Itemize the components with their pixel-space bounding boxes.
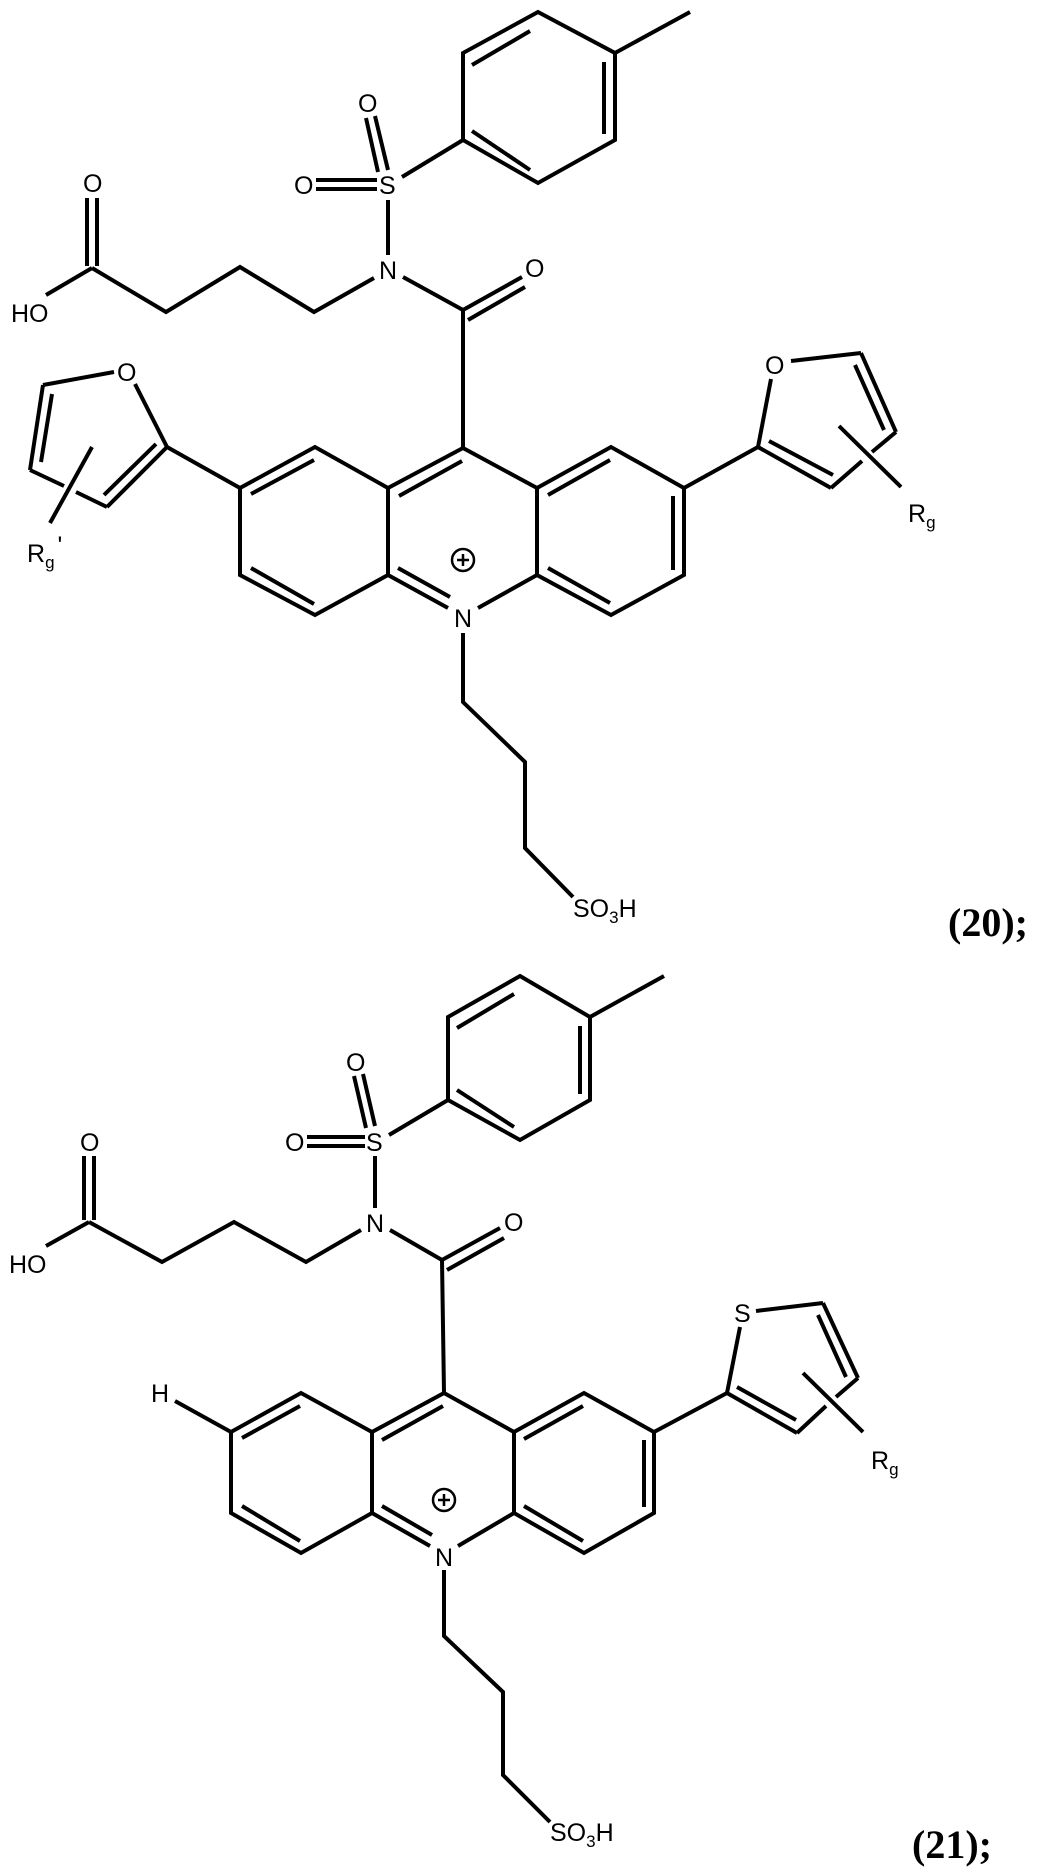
- label-acid-o: O: [80, 1129, 99, 1157]
- label-sulfonyl-o-top: O: [346, 1049, 365, 1077]
- methyl-bond: [589, 974, 665, 1019]
- label-hydrogen: H: [151, 1380, 169, 1408]
- positive-charge-icon: [450, 547, 476, 573]
- label-sulfonyl-s: S: [379, 172, 396, 200]
- label-so3h: SO3H: [573, 895, 637, 927]
- label-thiophene-s: S: [734, 1300, 751, 1328]
- label-acid-o: O: [83, 170, 102, 198]
- label-sulfonyl-o-top: O: [358, 90, 377, 118]
- compound-number-20: (20);: [948, 900, 1028, 945]
- label-amide-n: N: [379, 257, 397, 285]
- label-sulfonyl-o-left: O: [294, 172, 313, 200]
- label-ho: HO: [9, 1251, 47, 1279]
- label-furan-left-o: O: [117, 359, 136, 387]
- positive-charge-icon: [431, 1487, 457, 1513]
- label-rg: Rg: [871, 1447, 899, 1479]
- label-sulfonyl-s: S: [366, 1129, 383, 1157]
- label-sulfonyl-o-left: O: [285, 1129, 304, 1157]
- label-carbonyl-o: O: [525, 255, 544, 283]
- tolyl-ring-21: [446, 973, 665, 1143]
- label-ho: HO: [11, 300, 49, 328]
- structure-21: HO O O O S N O N H S Rg SO3H (21);: [9, 973, 992, 1867]
- tolyl-ring-20: [461, 9, 691, 186]
- structure-20: HO O O O S N O N O O Rg' Rg SO3H (20);: [11, 9, 1028, 945]
- label-ring-n: N: [454, 605, 472, 633]
- label-amide-n: N: [366, 1210, 384, 1238]
- label-so3h: SO3H: [550, 1819, 614, 1851]
- compound-number-21: (21);: [912, 1822, 992, 1867]
- label-rg: Rg: [908, 500, 936, 532]
- label-rg-prime: Rg': [27, 532, 62, 572]
- label-ring-n: N: [435, 1544, 453, 1572]
- label-carbonyl-o: O: [504, 1209, 523, 1237]
- label-furan-right-o: O: [765, 352, 784, 380]
- methyl-bond: [614, 10, 691, 55]
